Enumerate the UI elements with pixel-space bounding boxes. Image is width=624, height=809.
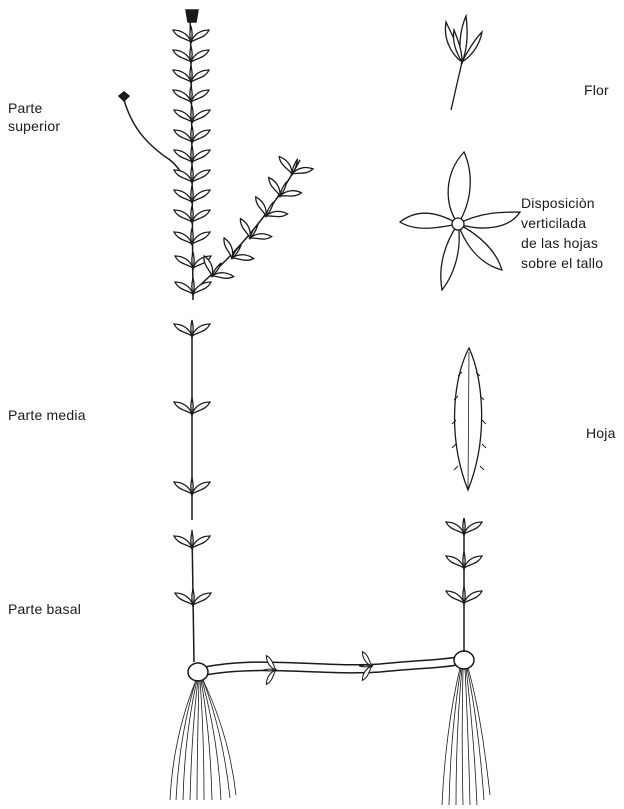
rhizome — [188, 651, 474, 684]
upper-leaves — [173, 26, 314, 294]
roots-right — [442, 668, 490, 805]
label-parte-superior-line2: superior — [8, 117, 60, 135]
label-disposicion-line2: verticilada — [521, 213, 603, 233]
label-disposicion-line1: Disposiciòn — [521, 193, 603, 213]
label-parte-superior-line1: Parte — [8, 99, 60, 117]
flower — [445, 16, 482, 110]
label-parte-media: Parte media — [8, 406, 86, 424]
label-flor: Flor — [584, 81, 609, 99]
label-hoja: Hoja — [586, 424, 616, 442]
roots-left — [170, 680, 236, 800]
label-parte-basal: Parte basal — [8, 600, 81, 618]
label-parte-superior: Parte superior — [8, 99, 60, 135]
basal-leaves-right — [446, 518, 482, 603]
label-disposicion-line4: sobre el tallo — [521, 253, 603, 273]
label-disposicion: Disposiciòn verticilada de las hojas sob… — [521, 193, 603, 273]
label-disposicion-line3: de las hojas — [521, 233, 603, 253]
leaf-whorl — [400, 152, 520, 290]
single-leaf — [452, 348, 486, 490]
